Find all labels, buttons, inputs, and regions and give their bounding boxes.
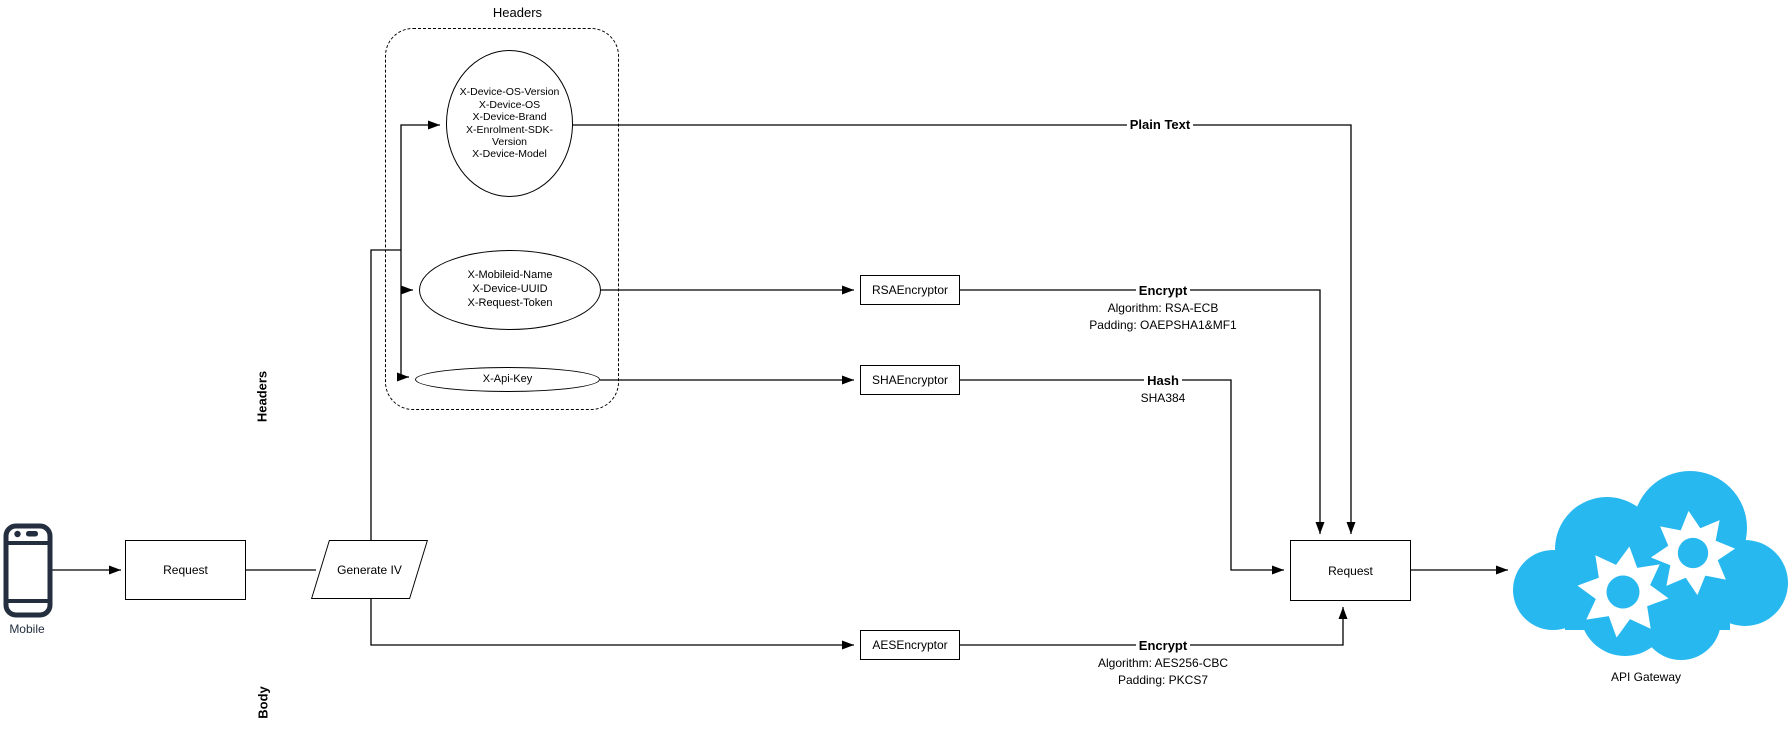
edge-label-title: Encrypt — [1135, 637, 1191, 654]
api-gateway-caption: API Gateway — [1610, 670, 1682, 684]
node-aes-encryptor: AESEncryptor — [860, 630, 960, 660]
edge-label-title: Plain Text — [1126, 116, 1194, 133]
header-field: X-Mobileid-Name — [467, 269, 553, 282]
node-label: Request — [1328, 563, 1373, 578]
lane-label-body: Body — [255, 686, 271, 719]
gear-icon — [1577, 546, 1669, 638]
header-field: X-Device-UUID — [472, 283, 548, 296]
node-generate-iv-label: Generate IV — [337, 562, 402, 577]
phone-speaker — [26, 531, 38, 537]
gear-icon — [1650, 510, 1736, 596]
edge-sha-to-request — [960, 379, 1284, 575]
header-field: X-Device-OS — [478, 98, 541, 111]
mobile-caption: Mobile — [9, 622, 45, 636]
header-field: X-Device-Model — [472, 148, 547, 161]
node-sha-encryptor: SHAEncryptor — [860, 365, 960, 395]
edge-plain-text — [573, 124, 1356, 534]
headers-group-box — [385, 28, 619, 410]
node-label: SHAEncryptor — [871, 373, 949, 387]
edge-label-detail: Algorithm: AES256-CBC — [1097, 656, 1229, 670]
mobile-phone-icon — [3, 523, 53, 618]
edge-label-detail: Padding: OAEPSHA1&MF1 — [1089, 318, 1237, 332]
edge-body-to-aes — [370, 599, 854, 650]
node-identity-headers: X-Mobileid-Name X-Device-UUID X-Request-… — [419, 250, 601, 330]
node-label: AESEncryptor — [872, 638, 948, 652]
header-field: X-Device-Brand — [472, 111, 547, 124]
node-rsa-encryptor: RSAEncryptor — [860, 275, 960, 305]
node-api-key: X-Api-Key — [415, 367, 600, 392]
node-request-left: Request — [125, 540, 246, 600]
headers-group-title: Headers — [492, 5, 543, 20]
edge-label-detail: Padding: PKCS7 — [1117, 673, 1209, 687]
edge-label-rsa-encrypt: Encrypt Algorithm: RSA-ECB Padding: OAEP… — [1083, 282, 1243, 334]
edge-label-title: Encrypt — [1135, 282, 1191, 299]
edge-label-title: Hash — [1144, 372, 1182, 389]
lane-label-headers: Headers — [254, 370, 270, 423]
node-device-headers: X-Device-OS-Version X-Device-OS X-Device… — [446, 50, 573, 197]
edge-label-detail: SHA384 — [1140, 391, 1186, 405]
cloud-icon — [1513, 471, 1788, 660]
header-field: X-Device-OS-Version — [459, 86, 560, 99]
phone-body — [3, 523, 53, 618]
edge-label-sha-hash: Hash SHA384 — [1083, 372, 1243, 407]
node-label: RSAEncryptor — [871, 283, 949, 297]
header-field: X-Enrolment-SDK-Version — [466, 123, 553, 148]
header-field: X-Api-Key — [482, 373, 533, 385]
node-label: Request — [163, 563, 208, 577]
phone-camera-dot — [14, 530, 21, 538]
edge-aes-to-request — [960, 607, 1348, 646]
edge-generate-iv-trunk — [370, 249, 401, 540]
edge-label-detail: Algorithm: RSA-ECB — [1107, 301, 1219, 315]
header-field: X-Request-Token — [467, 296, 553, 309]
edge-label-plain-text: Plain Text — [1095, 116, 1225, 134]
edge-rsa-to-request — [960, 289, 1325, 534]
node-request-right: Request — [1290, 540, 1411, 601]
edge-label-aes-encrypt: Encrypt Algorithm: AES256-CBC Padding: P… — [1083, 637, 1243, 689]
